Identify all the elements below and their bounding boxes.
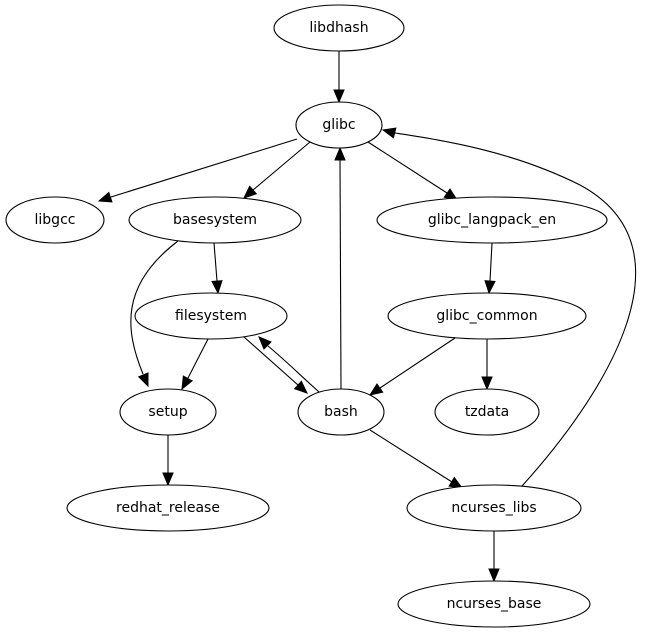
edge-line	[369, 429, 453, 483]
edge-glibc-to-basesystem	[243, 141, 311, 199]
edge-line	[379, 337, 456, 389]
node-label: libdhash	[309, 20, 368, 36]
arrowhead-icon	[211, 280, 223, 295]
edge-glibc-to-libgcc	[97, 138, 298, 203]
node-ellipse	[376, 196, 608, 244]
arrowhead-icon	[484, 280, 496, 295]
arrowhead-icon	[293, 380, 308, 394]
node-label: bash	[324, 404, 358, 420]
edge-ncurses-libs-to-ncurses-base	[488, 531, 500, 583]
arrowhead-icon	[258, 336, 272, 350]
node-ellipse	[406, 484, 582, 532]
node-label: basesystem	[173, 212, 257, 228]
node-glibc: glibc	[295, 101, 383, 149]
node-ellipse	[387, 292, 587, 340]
edge-line	[489, 242, 493, 282]
edge-bash-to-ncurses-libs	[369, 429, 464, 489]
node-label: glibc_common	[436, 308, 537, 324]
node-tzdata: tzdata	[434, 388, 540, 436]
node-glibc-langpack-en: glibc_langpack_en	[376, 196, 608, 244]
node-label: setup	[148, 404, 187, 420]
edge-bash-to-glibc	[334, 146, 346, 390]
node-redhat-release: redhat_release	[66, 484, 270, 532]
edge-line	[110, 138, 298, 198]
arrowhead-icon	[368, 383, 384, 396]
node-bash: bash	[297, 388, 385, 436]
edge-basesystem-to-setup	[130, 240, 179, 388]
arrowhead-icon	[97, 191, 113, 203]
edge-line	[213, 242, 218, 282]
arrowhead-icon	[137, 372, 149, 388]
node-label: glibc_langpack_en	[428, 212, 556, 228]
node-ellipse	[273, 4, 405, 52]
edge-libdhash-to-glibc	[333, 51, 345, 104]
edge-ncurses-libs-to-glibc	[381, 127, 637, 487]
node-ellipse	[5, 196, 105, 244]
node-libdhash: libdhash	[273, 4, 405, 52]
node-ellipse	[119, 388, 217, 436]
node-ellipse	[434, 388, 540, 436]
node-basesystem: basesystem	[128, 196, 302, 244]
arrowhead-icon	[488, 568, 500, 583]
arrowhead-icon	[333, 89, 345, 104]
edge-line	[367, 141, 448, 194]
edge-filesystem-to-setup	[181, 338, 209, 391]
arrowhead-icon	[243, 185, 258, 199]
arrowhead-icon	[334, 146, 346, 161]
node-label: ncurses_base	[447, 596, 542, 612]
edge-line	[267, 345, 320, 393]
node-label: ncurses_libs	[451, 500, 536, 516]
node-ellipse	[134, 292, 288, 340]
edge-line	[243, 336, 299, 386]
node-label: glibc	[322, 117, 355, 133]
node-setup: setup	[119, 388, 217, 436]
edge-filesystem-to-bash	[243, 336, 308, 394]
arrowhead-icon	[481, 376, 493, 391]
edge-line	[187, 338, 209, 379]
arrowhead-icon	[181, 375, 194, 391]
node-label: filesystem	[175, 308, 247, 324]
arrowhead-icon	[381, 127, 397, 139]
edge-glibc-langpack-en-to-glibc-common	[484, 242, 496, 295]
edge-line	[130, 240, 179, 375]
node-ncurses-base: ncurses_base	[397, 580, 591, 628]
edge-glibc-to-glibc-langpack-en	[367, 141, 459, 201]
edge-setup-to-redhat-release	[162, 435, 174, 487]
arrowhead-icon	[162, 472, 174, 487]
node-label: tzdata	[465, 404, 509, 420]
node-label: libgcc	[35, 212, 76, 228]
edge-glibc-common-to-tzdata	[481, 339, 493, 391]
edge-basesystem-to-filesystem	[211, 242, 223, 295]
node-ellipse	[297, 388, 385, 436]
nodes-layer: libdhash glibc libgcc basesystem glibc_langp…	[5, 4, 608, 628]
node-filesystem: filesystem	[134, 292, 288, 340]
node-ncurses-libs: ncurses_libs	[406, 484, 582, 532]
edges-layer	[97, 51, 637, 583]
node-ellipse	[397, 580, 591, 628]
node-ellipse	[66, 484, 270, 532]
edge-line	[252, 141, 311, 191]
node-libgcc: libgcc	[5, 196, 105, 244]
node-ellipse	[128, 196, 302, 244]
node-ellipse	[295, 101, 383, 149]
edge-line	[339, 159, 342, 390]
node-glibc-common: glibc_common	[387, 292, 587, 340]
edge-glibc-common-to-bash	[368, 337, 456, 396]
edge-line	[394, 132, 637, 487]
edge-bash-to-filesystem	[258, 336, 320, 393]
node-label: redhat_release	[116, 500, 220, 516]
